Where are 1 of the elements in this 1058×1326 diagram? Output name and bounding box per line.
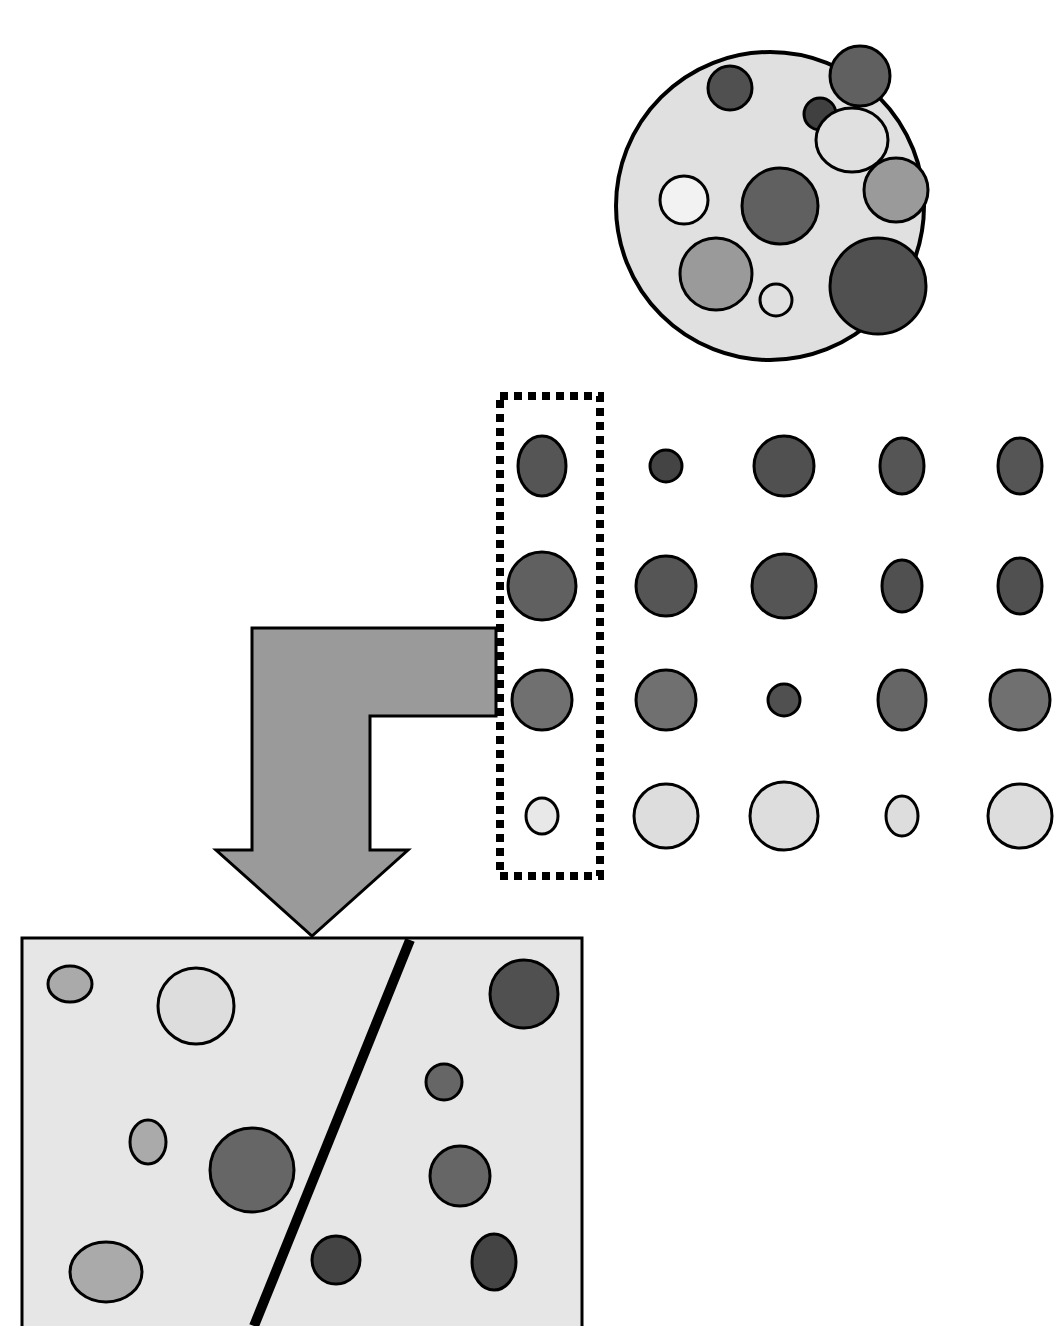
arrow [212,626,498,938]
